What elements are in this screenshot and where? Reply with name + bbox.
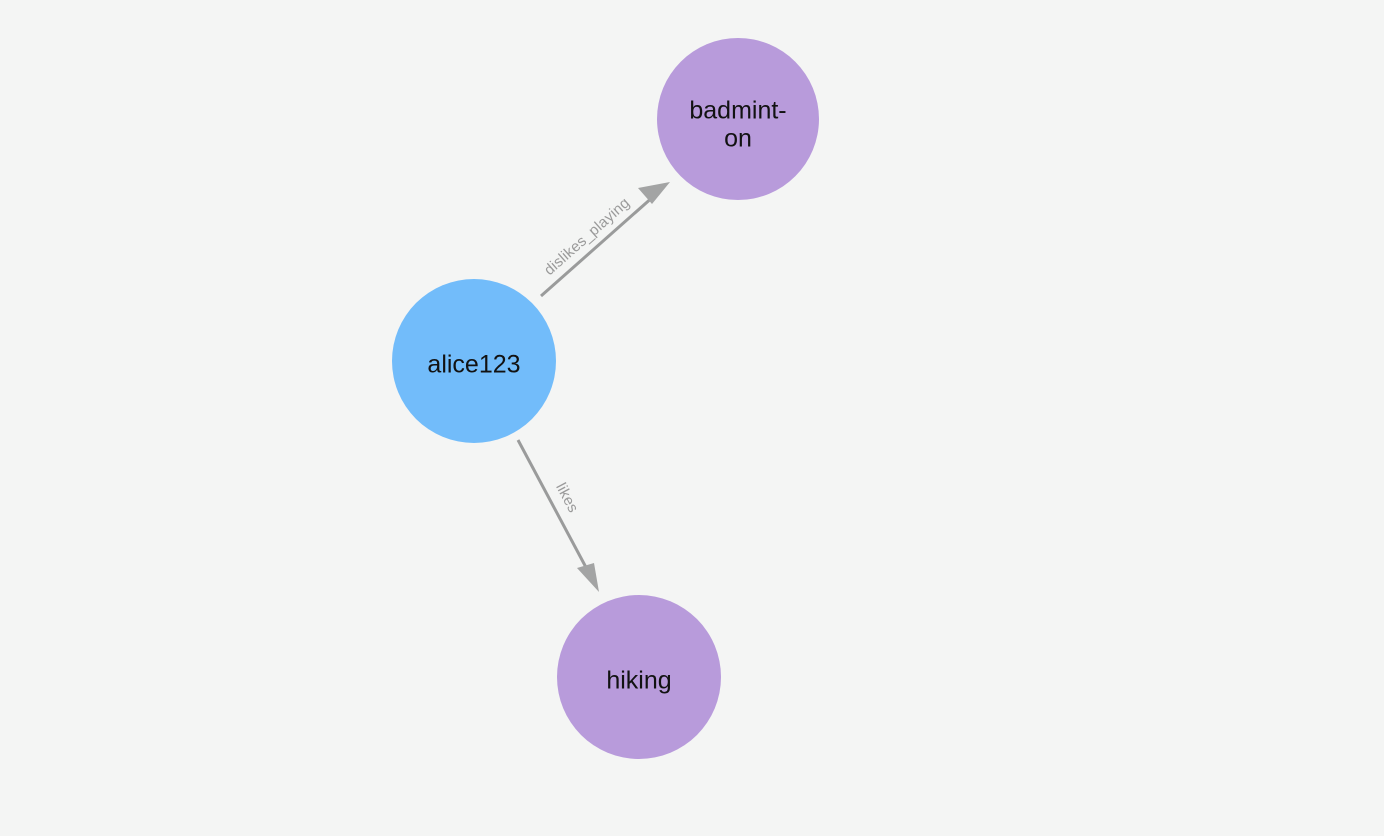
- edge-line-dislikes-playing[interactable]: [540, 194, 655, 298]
- node-label-alice123: alice123: [427, 351, 520, 379]
- edge-line-likes[interactable]: [516, 439, 591, 574]
- edge-label-dislikes-playing: dislikes_playing: [541, 194, 633, 278]
- node-circle-badminton[interactable]: [657, 38, 819, 200]
- nodes-layer: badmint- on alice123 hiking: [392, 38, 819, 759]
- arrowhead-likes: [577, 563, 599, 592]
- node-badminton[interactable]: badmint- on: [657, 38, 819, 200]
- node-label-hiking: hiking: [606, 667, 671, 695]
- node-hiking[interactable]: hiking: [557, 595, 721, 759]
- edge-likes[interactable]: likes: [516, 439, 599, 592]
- edge-dislikes-playing[interactable]: dislikes_playing: [540, 182, 670, 298]
- node-circle-hiking[interactable]: [557, 595, 721, 759]
- arrowhead-dislikes-playing: [638, 182, 670, 204]
- node-label-badminton-line1: badmint-: [689, 97, 786, 125]
- node-alice123[interactable]: alice123: [392, 279, 556, 443]
- node-label-badminton-line2: on: [724, 125, 752, 153]
- node-circle-alice123[interactable]: [392, 279, 556, 443]
